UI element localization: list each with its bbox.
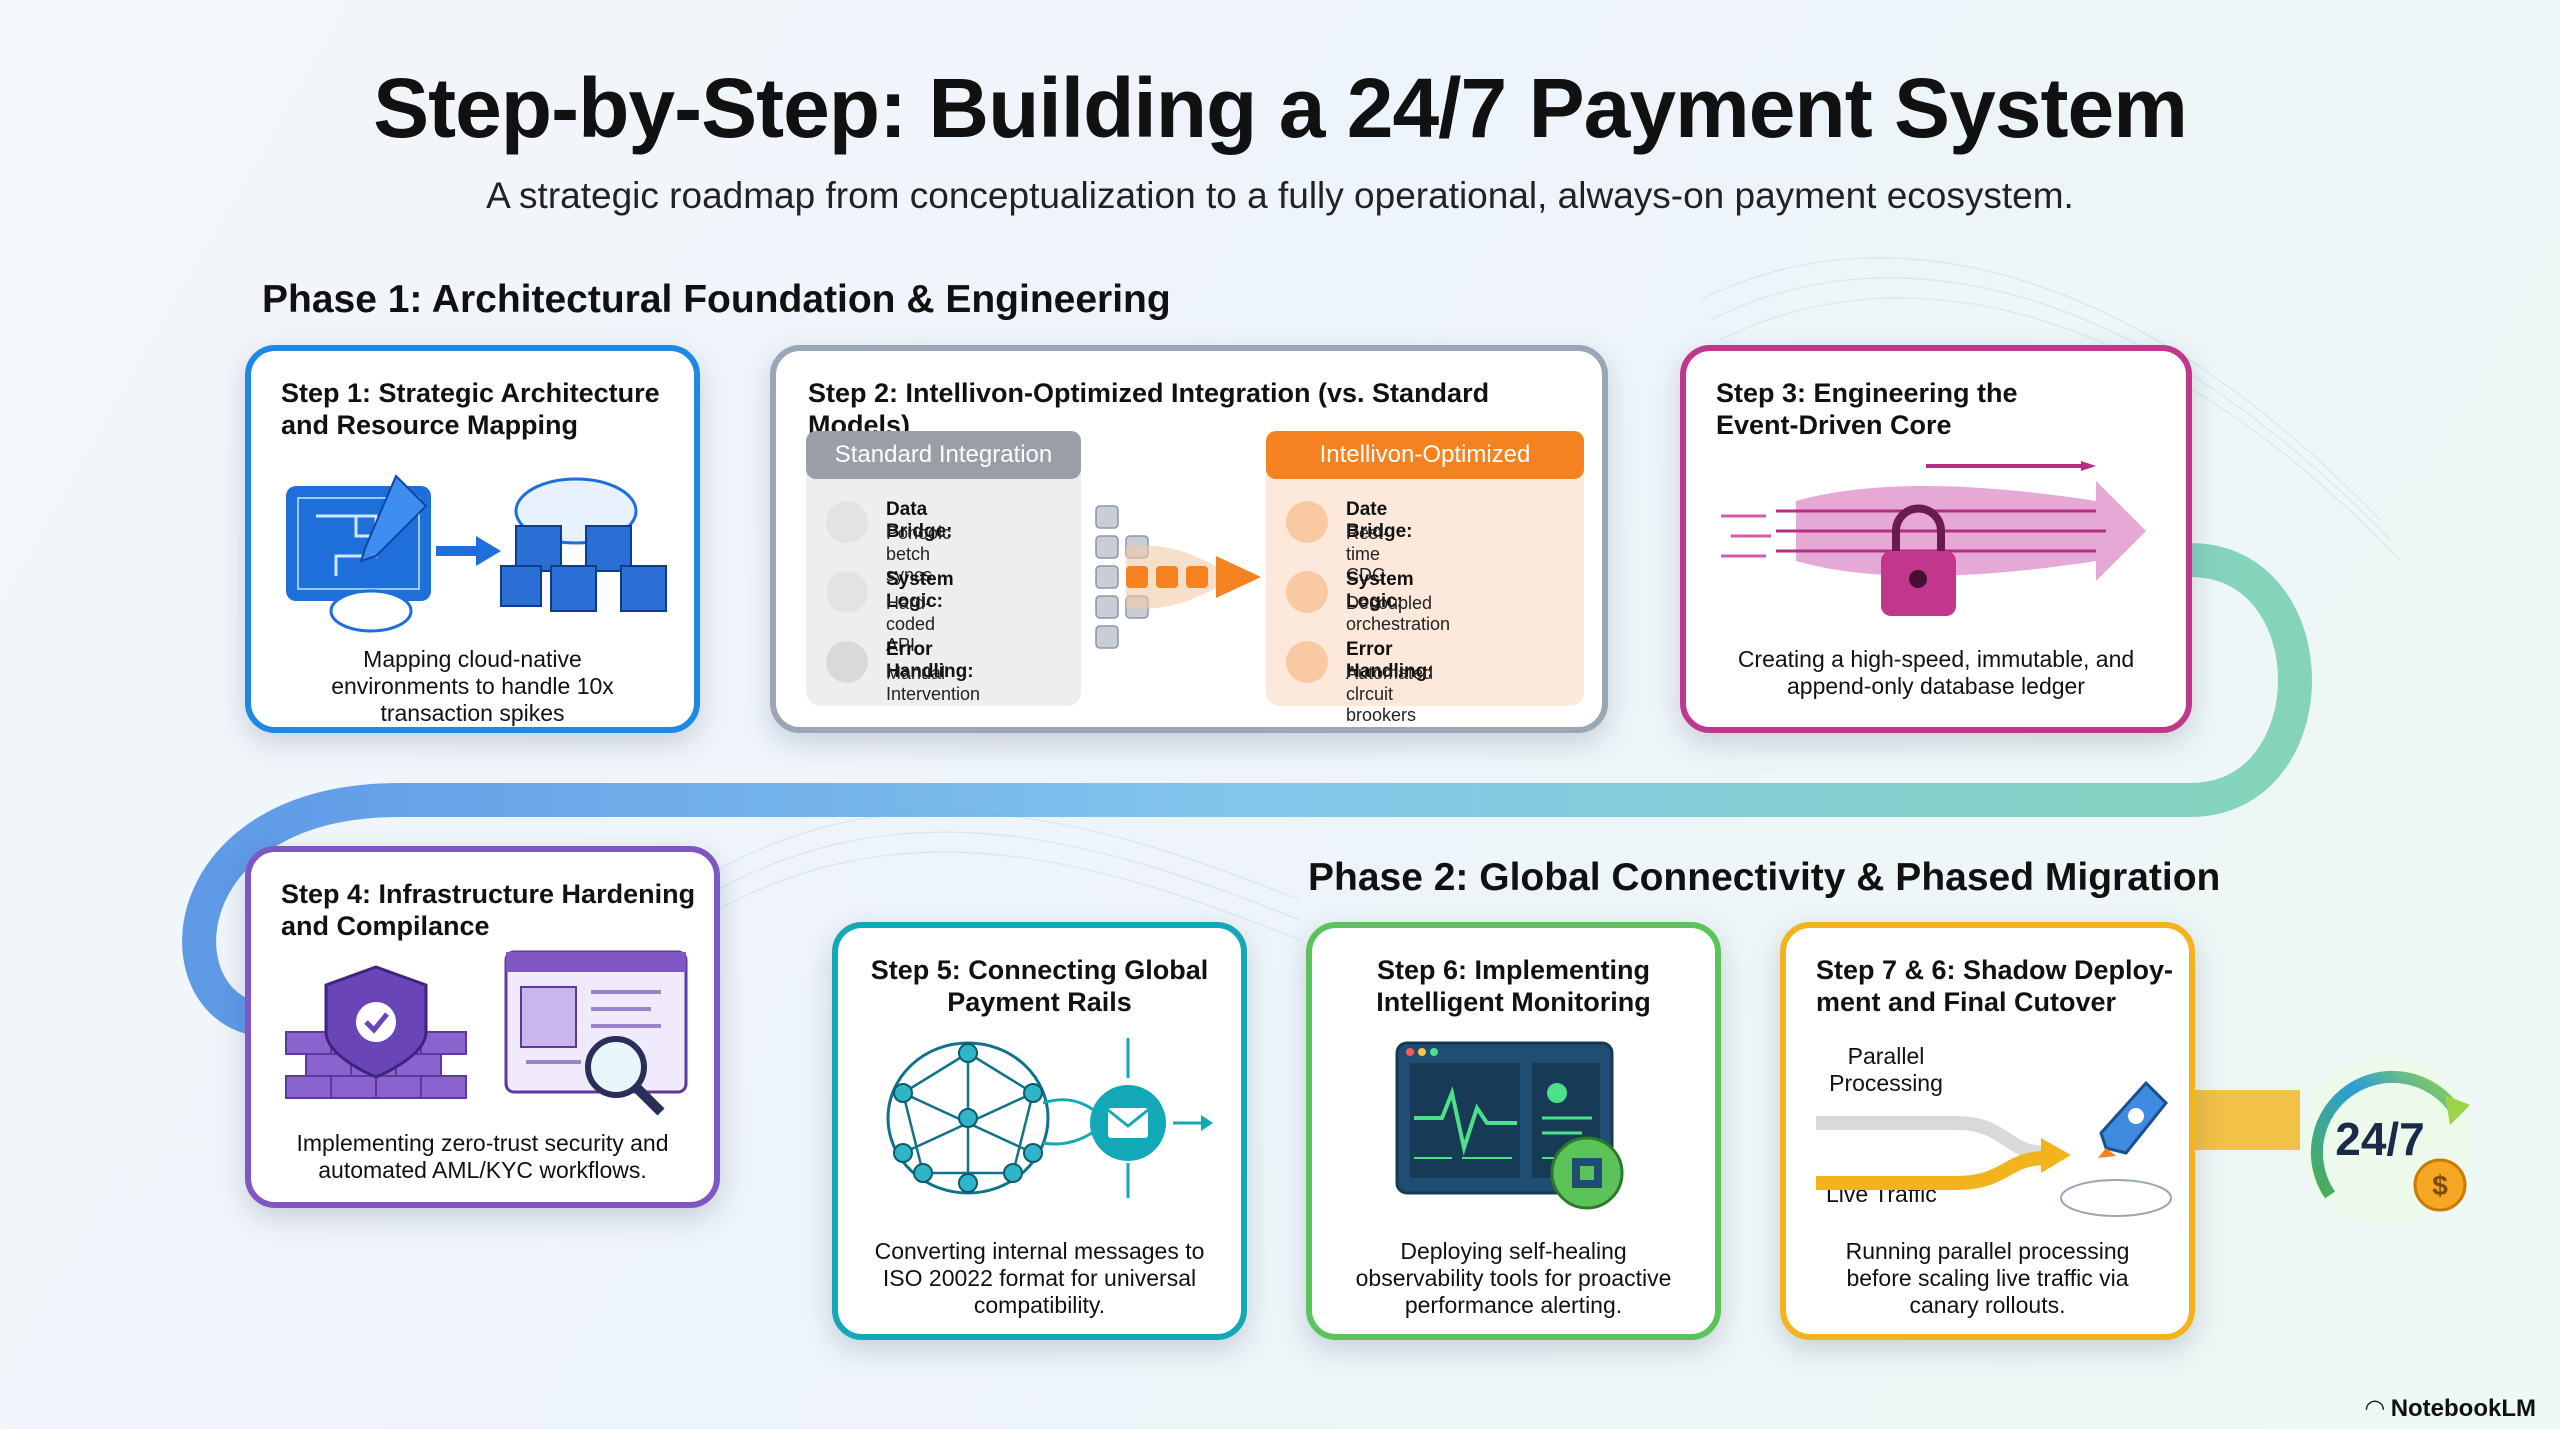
step-5-description: Converting internal messages to ISO 2002… — [874, 1238, 1205, 1318]
step-2-card: Step 2: Intellivon-Optimized Integration… — [770, 345, 1608, 733]
logo-icon: ◠ — [2365, 1395, 2391, 1422]
page-title: Step-by-Step: Building a 24/7 Payment Sy… — [373, 61, 2188, 155]
row-value: Automated clrcuit brookers — [1346, 663, 1434, 725]
phase-1-heading: Phase 1: Architectural Foundation & Engi… — [262, 278, 1171, 321]
row-label: System Logic: — [1346, 569, 1414, 612]
page-subtitle: A strategic roadmap from conceptualizati… — [486, 175, 2074, 216]
step-4-title: Step 4: Infrastructure Hardening and Com… — [281, 879, 696, 941]
step-3-title: Step 3: Engineering the Event-Driven Cor… — [1716, 378, 2018, 440]
step-5-title: Step 5: Connecting Global Payment Rails — [870, 955, 1209, 1017]
system-logic-icon — [826, 571, 868, 613]
row-label: System Logic: — [886, 569, 954, 612]
step-6-card: Step 6: Implementing Intelligent Monitor… — [1306, 922, 1721, 1340]
step-4-description: Implementing zero-trust security and aut… — [296, 1130, 669, 1183]
parallel-processing-label: Parallel Processing — [1829, 1043, 1943, 1096]
shadow-deployment-rocket-icon — [1816, 1080, 2172, 1217]
data-bridge-icon — [1286, 501, 1328, 543]
row-label: Error Handling: — [1346, 639, 1434, 682]
step-6-title: Step 6: Implementing Intelligent Monitor… — [1376, 955, 1651, 1017]
svg-text:$: $ — [2432, 1170, 2448, 1201]
security-compliance-icon — [285, 950, 688, 1116]
event-stream-lock-icon — [1721, 461, 2146, 616]
row-value: Hard-coded API — [886, 593, 936, 655]
badge-label: 24/7 — [2335, 1113, 2425, 1165]
migration-arrow-icon — [1095, 505, 1261, 649]
system-logic-icon — [1286, 571, 1328, 613]
global-network-icon — [886, 1038, 1213, 1198]
row-value: Manual Intervention — [886, 663, 981, 704]
row-value: Rest-time CDC — [1346, 523, 1390, 585]
intellivon-optimized-header: Intellivon-Optimized — [1266, 431, 1584, 479]
phase-2-heading: Phase 2: Global Connectivity & Phased Mi… — [1308, 856, 2221, 899]
intellivon-optimized-column: Intellivon-Optimized Date Bridge: Rest-t… — [1266, 431, 1584, 725]
architecture-blueprint-icon — [286, 474, 667, 633]
standard-integration-header: Standard Integration — [806, 431, 1081, 479]
step-6-description: Deploying self-healing observability too… — [1355, 1238, 1672, 1318]
logo-text: NotebookLM — [2390, 1395, 2536, 1422]
row-label: Error Handling: — [886, 639, 974, 682]
row-label: Date Bridge: — [1346, 499, 1413, 542]
step-1-description: Mapping cloud-native environments to han… — [331, 646, 614, 726]
row-value: Decoupled orchestration — [1346, 593, 1451, 634]
step-7-description: Running parallel processing before scali… — [1845, 1238, 2130, 1318]
step-4-card: Step 4: Infrastructure Hardening and Com… — [245, 846, 720, 1208]
step-3-card: Step 3: Engineering the Event-Driven Cor… — [1680, 345, 2192, 733]
row-value: Pohoolc betch syncs — [886, 523, 952, 585]
circuit-breaker-icon — [1286, 641, 1328, 683]
step-1-title: Step 1: Strategic Architecture and Resou… — [281, 378, 660, 440]
data-bridge-icon — [826, 501, 868, 543]
row-label: Data Bridge: — [886, 499, 953, 542]
step-3-description: Creating a high-speed, immutable, and ap… — [1737, 646, 2135, 699]
warning-icon — [826, 641, 868, 683]
always-on-clock-icon: 24/7 $ — [2300, 1055, 2470, 1225]
standard-integration-column: Standard Integration Data Bridge: Pohool… — [806, 431, 1081, 706]
monitoring-dashboard-icon — [1395, 1041, 1624, 1210]
step-7-title: Step 7 & 6: Shadow Deploy- ment and Fina… — [1816, 955, 2174, 1017]
notebooklm-logo: ◠ NotebookLM — [2366, 1394, 2536, 1423]
step-7-card: Step 7 & 6: Shadow Deploy- ment and Fina… — [1780, 922, 2195, 1340]
step-5-card: Step 5: Connecting Global Payment Rails … — [832, 922, 1247, 1340]
step-1-card: Step 1: Strategic Architecture and Resou… — [245, 345, 700, 733]
